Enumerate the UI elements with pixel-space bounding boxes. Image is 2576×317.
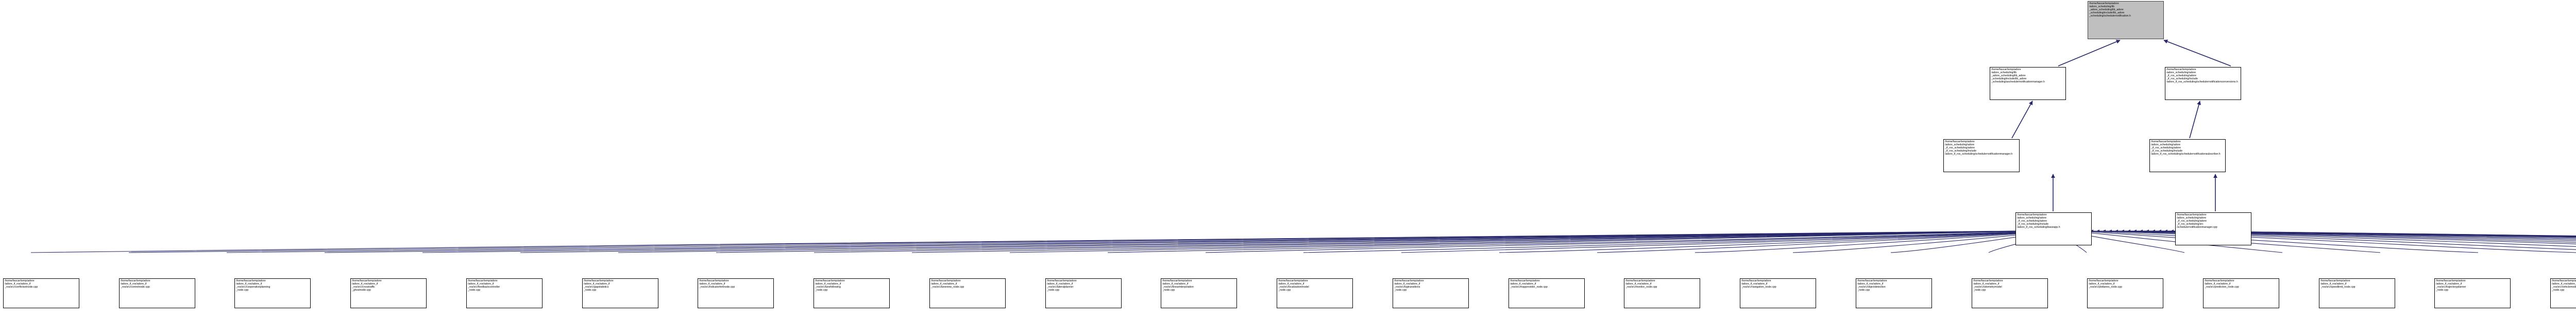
graph-node-schedulernotificationsubscriber[interactable]: /home/fascar/temp/adore /adore_schedulin…: [2149, 139, 2226, 172]
graph-node-leaf[interactable]: /home/fascar/temp/adore /adore_if_ros/ad…: [2550, 278, 2576, 308]
graph-node-leaf[interactable]: /home/fascar/temp/adore /adore_if_ros/ad…: [1624, 278, 1700, 308]
graph-node-leaf[interactable]: /home/fascar/temp/adore /adore_if_ros/ad…: [1161, 278, 1237, 308]
graph-node-leaf[interactable]: /home/fascar/temp/adore /adore_if_ros/ad…: [814, 278, 890, 308]
graph-node-leaf[interactable]: /home/fascar/temp/adore /adore_if_ros/ad…: [2203, 278, 2279, 308]
graph-node-schedulernotificationmanager[interactable]: /home/fascar/temp/adore /adore_schedulin…: [1943, 139, 2020, 172]
graph-node-leaf[interactable]: /home/fascar/temp/adore /adore_if_ros/ad…: [3, 278, 79, 308]
graph-node-leaf[interactable]: /home/fascar/temp/adore /adore_if_ros/ad…: [1277, 278, 1353, 308]
graph-node-leaf[interactable]: /home/fascar/temp/adore /adore_if_ros/ad…: [1972, 278, 2048, 308]
graph-node-leaf[interactable]: /home/fascar/temp/adore /adore_if_ros/ad…: [466, 278, 543, 308]
graph-node-leaf[interactable]: /home/fascar/temp/adore /adore_if_ros/ad…: [1856, 278, 1932, 308]
graph-node-leaf[interactable]: /home/fascar/temp/adore /adore_if_ros/ad…: [1393, 278, 1469, 308]
graph-node-leaf[interactable]: /home/fascar/temp/adore /adore_if_ros/ad…: [1509, 278, 1585, 308]
graph-node-schedulernotificationconversions[interactable]: /home/fascar/temp/adore /adore_schedulin…: [2165, 67, 2241, 100]
graph-node-leaf[interactable]: /home/fascar/temp/adore /adore_if_ros/ad…: [2434, 278, 2511, 308]
graph-node-leaf[interactable]: /home/fascar/temp/adore /adore_if_ros/ad…: [582, 278, 658, 308]
graph-node-leaf[interactable]: /home/fascar/temp/adore /adore_if_ros/ad…: [1045, 278, 1122, 308]
graph-node-leaf[interactable]: /home/fascar/temp/adore /adore_if_ros/ad…: [350, 278, 427, 308]
graph-node-root[interactable]: /home/fascar/temp/adore /adore_schedulin…: [2088, 1, 2164, 39]
graph-node-aschedulernotificationmanager[interactable]: /home/fascar/temp/adore /adore_schedulin…: [1990, 67, 2066, 100]
graph-node-leaf[interactable]: /home/fascar/temp/adore /adore_if_ros/ad…: [234, 278, 311, 308]
graph-node-leaf[interactable]: /home/fascar/temp/adore /adore_if_ros/ad…: [119, 278, 195, 308]
graph-node-leaf[interactable]: /home/fascar/temp/adore /adore_if_ros/ad…: [929, 278, 1006, 308]
graph-node-leaf[interactable]: /home/fascar/temp/adore /adore_if_ros/ad…: [2319, 278, 2395, 308]
graph-node-leaf[interactable]: /home/fascar/temp/adore /adore_if_ros/ad…: [698, 278, 774, 308]
graph-node-leaf[interactable]: /home/fascar/temp/adore /adore_if_ros/ad…: [1740, 278, 1816, 308]
graph-node-schedulernotificationmanager-cpp[interactable]: /home/fascar/temp/adore /adore_schedulin…: [2175, 212, 2251, 245]
graph-node-baseapp[interactable]: /home/fascar/temp/adore /adore_schedulin…: [2015, 212, 2092, 245]
graph-node-leaf[interactable]: /home/fascar/temp/adore /adore_if_ros/ad…: [2087, 278, 2163, 308]
